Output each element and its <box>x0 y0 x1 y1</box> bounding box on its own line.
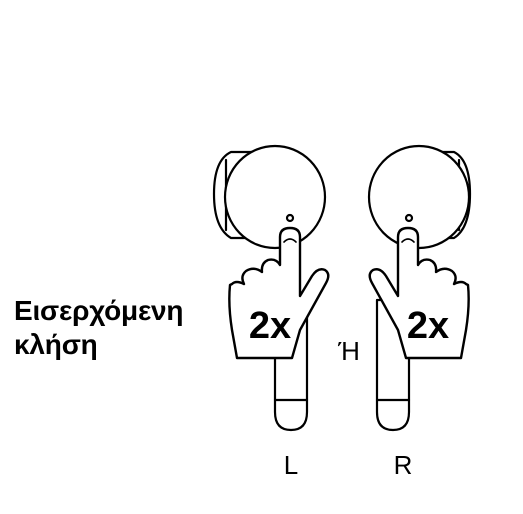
left-tap-count: 2x <box>249 305 291 347</box>
earbud-left-icon <box>212 144 327 432</box>
hand-pointer-icon <box>368 226 470 360</box>
left-earbud-label: L <box>284 450 298 480</box>
hand-pointer-icon <box>228 226 330 360</box>
right-earbud-label: R <box>394 450 413 480</box>
incoming-call-caption: Εισερχόμενη κλήση <box>14 294 184 362</box>
or-separator: Ή <box>337 336 360 366</box>
caption-line-2: κλήση <box>14 329 98 360</box>
caption-line-1: Εισερχόμενη <box>14 295 184 326</box>
right-tap-count: 2x <box>407 305 449 347</box>
